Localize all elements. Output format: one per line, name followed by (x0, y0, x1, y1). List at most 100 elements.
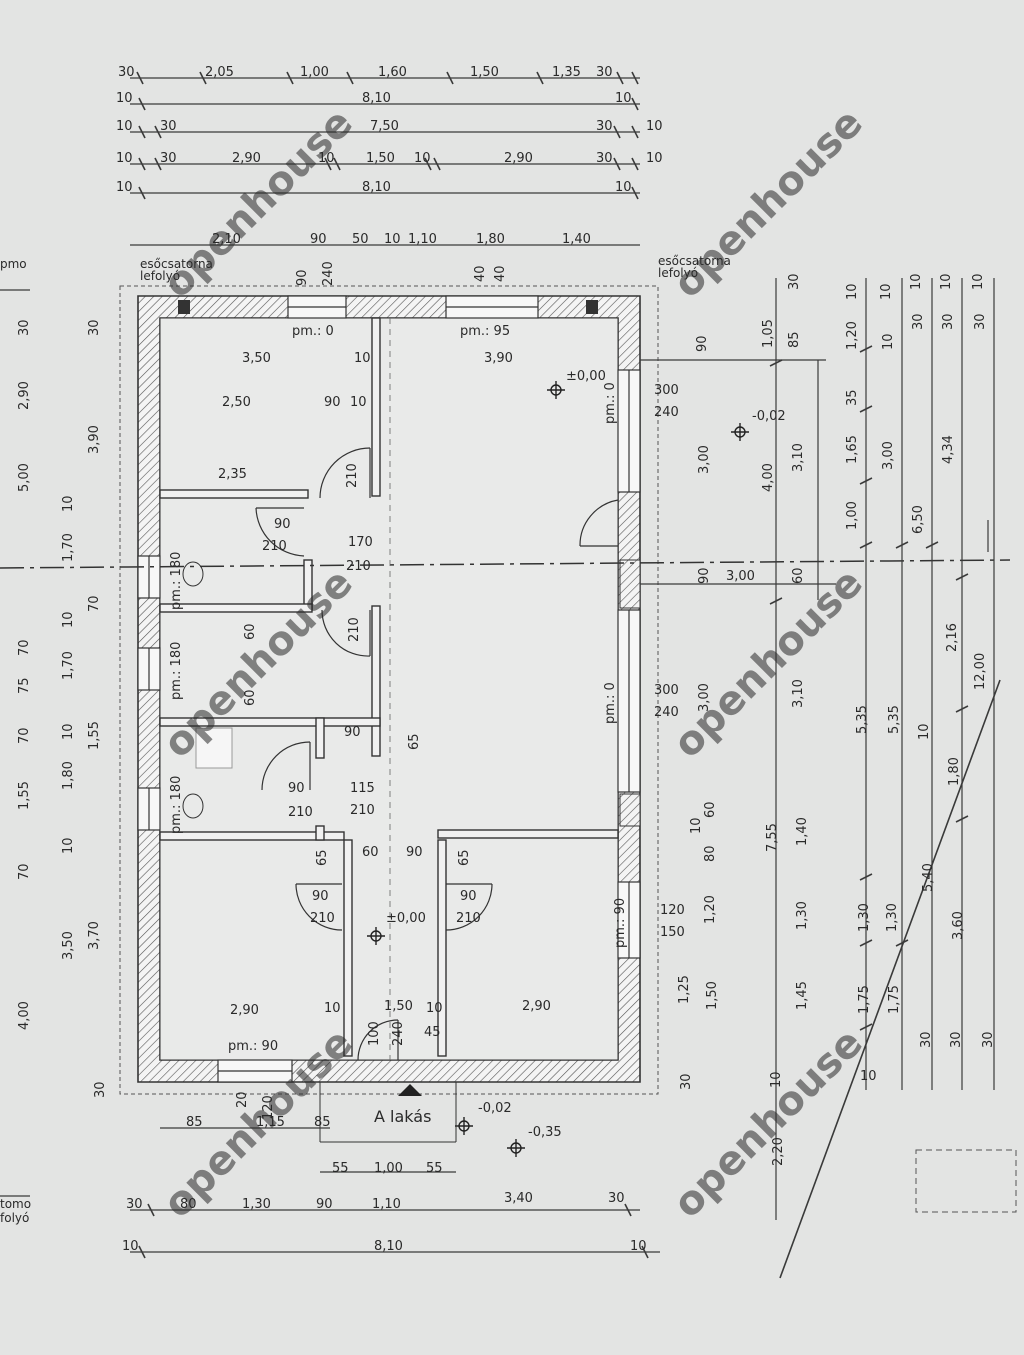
dim-label: 3,70 (87, 921, 102, 950)
dim-label: 10 (881, 333, 896, 350)
room-label: 90 (406, 845, 423, 860)
dim-label: 10 (116, 91, 133, 106)
dim-label: 3,10 (791, 679, 806, 708)
dim-label: 30 (787, 273, 802, 290)
dim-label: 10 (414, 151, 431, 166)
dim-label: 10 (689, 817, 704, 834)
room-label: 10 (350, 395, 367, 410)
dim-label: 1,40 (795, 817, 810, 846)
dim-label: 7,55 (765, 823, 780, 852)
room-label: 210 (456, 911, 481, 926)
dim-label: 10 (116, 151, 133, 166)
window-label: 240 (654, 405, 679, 420)
dim-label: 55 (332, 1161, 349, 1176)
dim-label: 1,30 (885, 903, 900, 932)
dim-label: 10 (61, 495, 76, 512)
downspout-labels: esőcsatorna lefolyó esőcsatorna lefolyó … (0, 254, 731, 1225)
entry-arrow-icon (398, 1084, 422, 1096)
section-diagonal (779, 679, 1001, 1279)
dim-label: 1,75 (857, 985, 872, 1014)
dim-label: 1,80 (476, 232, 505, 247)
room-label: pm.: 0 (292, 324, 334, 339)
dim-label: 10 (61, 611, 76, 628)
dim-label: 1,35 (552, 65, 581, 80)
dim-label: 80 (180, 1197, 197, 1212)
dim-label: 1,75 (887, 985, 902, 1014)
dim-label: 75 (17, 677, 32, 694)
dim-label: 10 (769, 1071, 784, 1088)
window-label: 300 (654, 683, 679, 698)
legend-box (915, 1149, 1017, 1213)
dim-label: 12,00 (973, 653, 988, 690)
bottom-dimension-lines (130, 1127, 660, 1259)
dim-label: 10 (615, 91, 632, 106)
window-label: 40 (493, 265, 508, 282)
watermark-text: openhouse (665, 1020, 872, 1227)
room-label: pm.: 180 (169, 552, 184, 610)
dim-label: 1,80 (947, 757, 962, 786)
dim-label: 1,00 (845, 501, 860, 530)
dim-label: 3,60 (951, 911, 966, 940)
dim-label: 1,40 (562, 232, 591, 247)
window-label: 240 (321, 261, 336, 286)
dim-label: 1,10 (372, 1197, 401, 1212)
dim-label: 10 (909, 273, 924, 290)
dim-label: 2,16 (945, 623, 960, 652)
room-label: 90 (274, 517, 291, 532)
dim-label: 1,00 (300, 65, 329, 80)
dim-label: 30 (160, 119, 177, 134)
dim-label: 5,35 (855, 705, 870, 734)
dim-label: 6,50 (911, 505, 926, 534)
dim-label: 60 (703, 801, 718, 818)
room-label: 240 (391, 1021, 406, 1046)
dim-label: 30 (160, 151, 177, 166)
dim-label: 30 (919, 1031, 934, 1048)
dim-label: 3,00 (726, 569, 755, 584)
dim-label: 10 (860, 1069, 877, 1084)
watermark-text: openhouse (665, 560, 872, 767)
downspout-label: lefolyó (658, 266, 698, 280)
dim-label: 1,70 (61, 533, 76, 562)
room-label: 2,35 (218, 467, 247, 482)
dim-label: 90 (316, 1197, 333, 1212)
level-label: -0,35 (528, 1125, 562, 1140)
room-label: pm.: 180 (169, 776, 184, 834)
dim-label: 10 (116, 180, 133, 195)
dim-label: 30 (17, 319, 32, 336)
dim-label: 90 (310, 232, 327, 247)
dim-label: 2,10 (212, 232, 241, 247)
door-swings (255, 447, 619, 1061)
dim-label: 5,00 (17, 463, 32, 492)
room-label: 210 (347, 617, 362, 642)
dim-label: 70 (87, 595, 102, 612)
dim-label: 80 (703, 845, 718, 862)
room-label: 65 (457, 849, 472, 866)
room-label: 90 (288, 781, 305, 796)
dim-label: 1,20 (845, 321, 860, 350)
dim-label: 30 (596, 65, 613, 80)
dim-label: 3,10 (791, 443, 806, 472)
level-label: ±0,00 (386, 911, 426, 926)
dim-label: 10 (917, 723, 932, 740)
dim-label: 10 (879, 283, 894, 300)
window-label: 300 (654, 383, 679, 398)
dim-label: 10 (646, 119, 663, 134)
dim-label: 30 (911, 313, 926, 330)
dim-label: 30 (608, 1191, 625, 1206)
room-label: 10 (354, 351, 371, 366)
dim-label: 85 (314, 1115, 331, 1130)
dim-label: 7,50 (370, 119, 399, 134)
room-label: 65 (315, 849, 330, 866)
dim-label: 1,55 (17, 781, 32, 810)
dim-label: 90 (695, 335, 710, 352)
dim-label: 30 (941, 313, 956, 330)
window-label: 120 (660, 903, 685, 918)
dim-label: 30 (126, 1197, 143, 1212)
room-label: 2,50 (222, 395, 251, 410)
dim-label: 10 (61, 837, 76, 854)
top-dimension-lines (130, 71, 640, 246)
dim-label: 30 (93, 1081, 108, 1098)
room-label: 170 (348, 535, 373, 550)
dim-label: 30 (973, 313, 988, 330)
